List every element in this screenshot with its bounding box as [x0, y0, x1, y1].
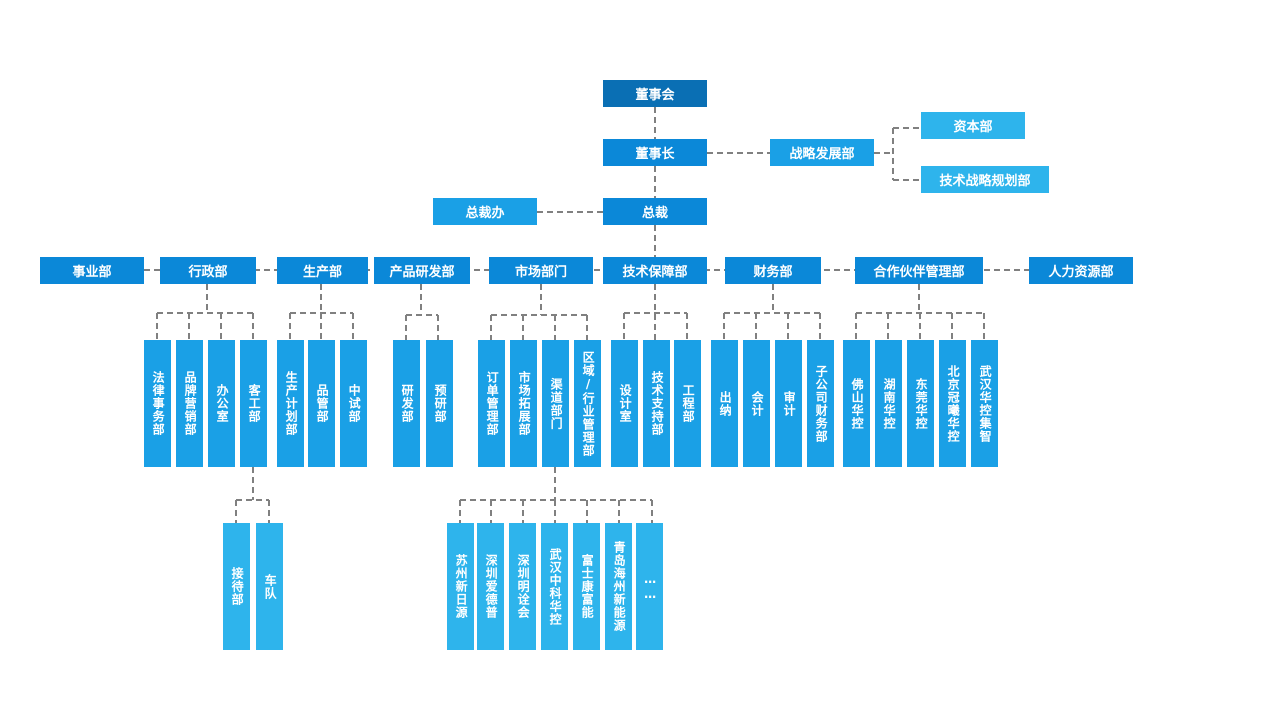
sub-brand: 品牌营销部: [176, 340, 203, 467]
sub-accounting: 会计: [743, 340, 770, 467]
sub-fleet: 车队: [256, 523, 283, 650]
sub-order-mgmt: 订单管理部: [478, 340, 505, 467]
sub-legal: 法律事务部: [144, 340, 171, 467]
sub-production-plan: 生产计划部: [277, 340, 304, 467]
dept-finance: 财务部: [725, 257, 821, 284]
sub-regional-mgmt: 区域/行业管理部: [574, 340, 601, 467]
sub-beijing: 北京冠曦华控: [939, 340, 966, 467]
dept-admin: 行政部: [160, 257, 256, 284]
capital-dept-node: 资本部: [921, 112, 1025, 139]
sub-hunan: 湖南华控: [875, 340, 902, 467]
sub-market-expansion: 市场拓展部: [510, 340, 537, 467]
sub-quality: 品管部: [308, 340, 335, 467]
dept-market: 市场部门: [489, 257, 593, 284]
sub-pre-research: 预研部: [426, 340, 453, 467]
dept-business: 事业部: [40, 257, 144, 284]
president-office-node: 总裁办: [433, 198, 537, 225]
sub-reception: 接待部: [223, 523, 250, 650]
dept-hr: 人力资源部: [1029, 257, 1133, 284]
sub-channel-more: ……: [636, 523, 663, 650]
dept-tech-support: 技术保障部: [603, 257, 707, 284]
sub-pilot: 中试部: [340, 340, 367, 467]
sub-channel: 渠道部门: [542, 340, 569, 467]
sub-research: 研发部: [393, 340, 420, 467]
president-node: 总裁: [603, 198, 707, 225]
sub-cashier: 出纳: [711, 340, 738, 467]
strategy-dept-node: 战略发展部: [770, 139, 874, 166]
sub-customer: 客工部: [240, 340, 267, 467]
sub-design: 设计室: [611, 340, 638, 467]
sub-wuhan-jizhi: 武汉华控集智: [971, 340, 998, 467]
sub-channel-wuhan: 武汉中科华控: [541, 523, 568, 650]
tech-strategy-node: 技术战略规划部: [921, 166, 1049, 193]
dept-production: 生产部: [277, 257, 368, 284]
sub-channel-shenzhen-adp: 深圳爱德普: [477, 523, 504, 650]
sub-channel-shenzhen-mqh: 深圳明诠会: [509, 523, 536, 650]
sub-tech-support: 技术支持部: [643, 340, 670, 467]
sub-dongguan: 东莞华控: [907, 340, 934, 467]
chairman-node: 董事长: [603, 139, 707, 166]
sub-channel-qingdao: 青岛海州新能源: [605, 523, 632, 650]
sub-audit: 审计: [775, 340, 802, 467]
sub-office: 办公室: [208, 340, 235, 467]
dept-rnd: 产品研发部: [374, 257, 470, 284]
board-node: 董事会: [603, 80, 707, 107]
sub-foshan: 佛山华控: [843, 340, 870, 467]
sub-engineering: 工程部: [674, 340, 701, 467]
dept-partner: 合作伙伴管理部: [855, 257, 983, 284]
sub-channel-suzhou: 苏州新日源: [447, 523, 474, 650]
sub-channel-foxconn: 富士康富能: [573, 523, 600, 650]
sub-subsidiary-finance: 子公司财务部: [807, 340, 834, 467]
